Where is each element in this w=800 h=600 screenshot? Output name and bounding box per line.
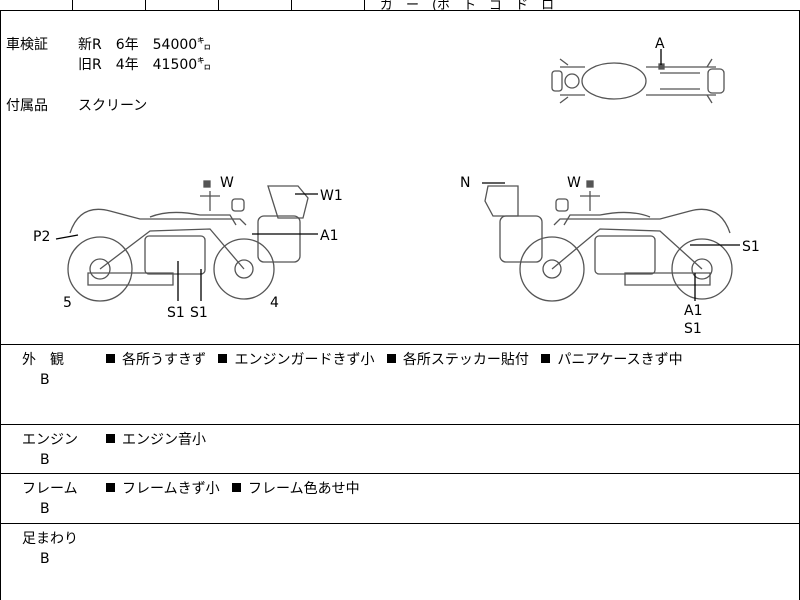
motorcycle-left-view <box>67 180 309 302</box>
row-label: 足まわり <box>22 531 78 547</box>
row-grade: B <box>40 452 50 468</box>
note-item: パニアケースきず中 <box>541 352 683 368</box>
label-right-n: N <box>460 175 470 191</box>
strip-divider <box>145 0 146 10</box>
vehicle-info-section: 車検証 新R 6年 54000㌔ 旧R 4年 41500㌔ 付属品 スクリーン … <box>0 11 800 345</box>
row-exterior: 外 観 B 各所うすきず エンジンガードきず小 各所ステッカー貼付 パニアケース… <box>0 345 800 425</box>
note-item: フレームきず小 <box>106 481 220 497</box>
bullet-square-icon <box>541 354 551 363</box>
label-left-a1: A1 <box>320 228 338 244</box>
left-border <box>0 11 1 600</box>
note-item: 各所ステッカー貼付 <box>386 352 529 368</box>
note-item: エンジンガードきず小 <box>218 352 374 368</box>
accessories-label: 付属品 <box>6 98 48 114</box>
inspection-label: 車検証 <box>6 37 48 53</box>
row-label: フレーム <box>22 481 78 497</box>
bullet-square-icon <box>386 354 396 363</box>
strip-divider <box>364 0 365 10</box>
bullet-square-icon <box>106 483 115 492</box>
note-item: フレーム色あせ中 <box>232 481 360 497</box>
row-suspension: 足まわり B <box>0 524 800 600</box>
row-grade: B <box>40 372 50 388</box>
bullet-square-icon <box>232 483 242 492</box>
accessories-value: スクリーン <box>78 98 148 114</box>
top-strip: ガ ー (ポ ト ゴ ド ロ <box>0 0 800 13</box>
label-right-w: W <box>567 175 581 191</box>
motorcycle-top-view <box>551 58 725 104</box>
row-notes: フレームきず小 フレーム色あせ中 <box>106 478 368 498</box>
label-left-4: 4 <box>270 295 279 311</box>
strip-divider <box>218 0 219 10</box>
bullet-square-icon <box>218 354 228 363</box>
label-left-p2: P2 <box>33 229 50 245</box>
row-label: エンジン <box>22 432 78 448</box>
label-left-s1b: S1 <box>190 305 208 321</box>
label-right-s1: S1 <box>742 239 760 255</box>
damage-diagram: A W W1 P2 <box>33 36 760 337</box>
row-grade: B <box>40 551 50 567</box>
label-left-w: W <box>220 175 234 191</box>
row-grade: B <box>40 501 50 517</box>
row-notes: エンジン音小 <box>106 429 214 449</box>
label-left-5: 5 <box>63 295 72 311</box>
row-frame: フレーム B フレームきず小 フレーム色あせ中 <box>0 474 800 524</box>
label-left-w1: W1 <box>320 188 343 204</box>
label-top-a: A <box>655 36 665 52</box>
label-left-s1a: S1 <box>167 305 185 321</box>
row-notes: 各所うすきず エンジンガードきず小 各所ステッカー貼付 パニアケースきず中 <box>106 349 691 369</box>
header-fragment: ガ ー (ポ ト ゴ ド ロ <box>380 0 555 13</box>
label-right-s1b: S1 <box>684 321 702 337</box>
row-label: 外 観 <box>22 352 64 368</box>
strip-divider <box>72 0 73 10</box>
note-item: エンジン音小 <box>106 432 206 448</box>
bullet-square-icon <box>106 434 115 443</box>
label-right-a1: A1 <box>684 303 702 319</box>
bullet-square-icon <box>106 354 115 363</box>
inspection-old: 旧R 4年 41500㌔ <box>78 57 212 73</box>
row-engine: エンジン B エンジン音小 <box>0 425 800 474</box>
motorcycle-right-view <box>484 180 733 302</box>
inspection-new: 新R 6年 54000㌔ <box>78 37 212 53</box>
strip-divider <box>291 0 292 10</box>
note-item: 各所うすきず <box>106 352 206 368</box>
